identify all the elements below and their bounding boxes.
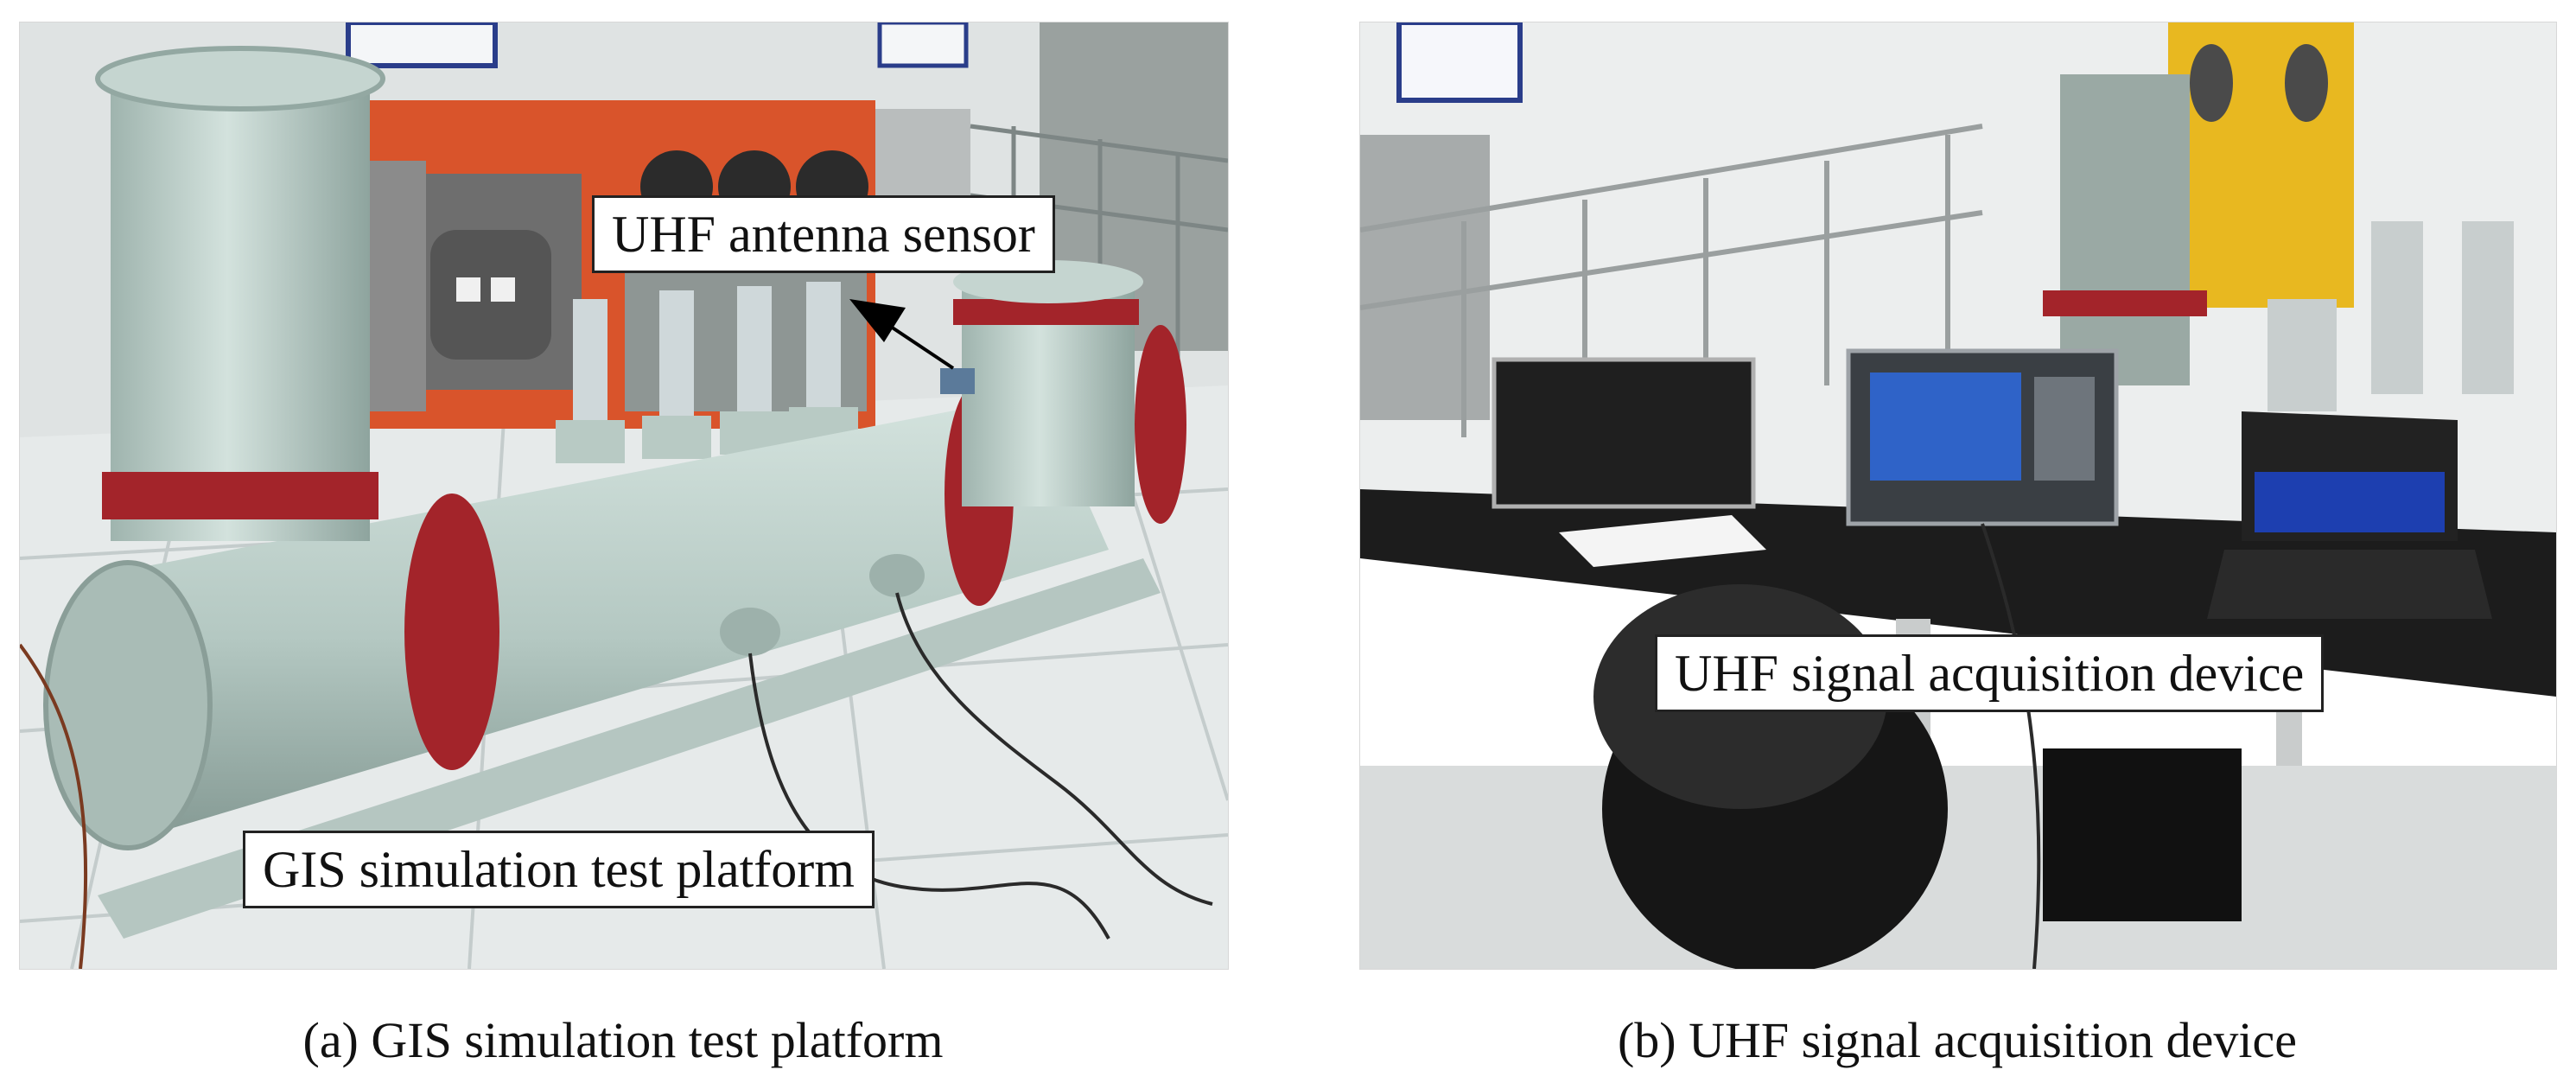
gis-port — [869, 554, 925, 597]
wall-poster — [1396, 22, 1523, 103]
callout-arrow-head — [849, 299, 906, 342]
gis-red-band — [953, 299, 1139, 325]
cabinet-label — [491, 277, 515, 302]
laptop-base — [2207, 550, 2492, 619]
cable — [20, 643, 88, 969]
gis-vertical-pipe — [111, 74, 370, 541]
gis-red-flange — [404, 494, 499, 770]
instrument-case — [1492, 357, 1756, 509]
floor — [1360, 766, 2556, 969]
cable — [748, 653, 1110, 939]
laptop-screen — [2255, 472, 2445, 532]
insulator — [2371, 221, 2423, 394]
cabinet-vent — [366, 161, 426, 411]
cabinet-label — [456, 277, 480, 302]
caption-panel-b: (b) UHF signal acquisition device — [1617, 1012, 2298, 1068]
wall-poster — [346, 22, 498, 68]
gis-port — [720, 608, 780, 656]
gis-column — [2060, 74, 2190, 385]
callout-uhf-antenna-sensor: UHF antenna sensor — [592, 195, 1055, 273]
insulator — [2462, 221, 2514, 394]
paper-sheet — [1559, 515, 1766, 567]
gis-end-flange — [43, 560, 213, 850]
acquisition-keypad — [2034, 377, 2095, 481]
gis-red-flange — [1135, 325, 1186, 524]
cabinet-window — [2285, 44, 2328, 122]
cabinet-window — [2190, 44, 2233, 122]
gis-platform-illustration — [20, 22, 1228, 969]
callout-arrow-line — [887, 323, 955, 370]
uhf-antenna-sensor — [940, 368, 975, 394]
gis-red-band — [102, 472, 378, 519]
acquisition-device-illustration — [1360, 22, 2556, 969]
waste-bin — [2043, 748, 2242, 921]
acquisition-screen — [1870, 373, 2021, 481]
gis-top-flange — [95, 46, 385, 111]
gis-red-band — [2043, 290, 2207, 316]
insulator — [2268, 299, 2337, 411]
photo-uhf-acquisition-device: UHF signal acquisition device — [1359, 22, 2557, 970]
gis-main-pipe — [98, 394, 1109, 835]
railing — [1360, 124, 1983, 437]
caption-panel-a: (a) GIS simulation test platform — [302, 1012, 944, 1068]
wall-poster — [877, 22, 969, 68]
grey-cabinet — [1360, 135, 1490, 420]
callout-uhf-signal-acquisition-device: UHF signal acquisition device — [1655, 634, 2325, 712]
cable — [895, 592, 1213, 906]
callout-gis-simulation-platform: GIS simulation test platform — [243, 831, 875, 908]
photo-gis-platform: UHF antenna sensor GIS simulation test p… — [19, 22, 1229, 970]
